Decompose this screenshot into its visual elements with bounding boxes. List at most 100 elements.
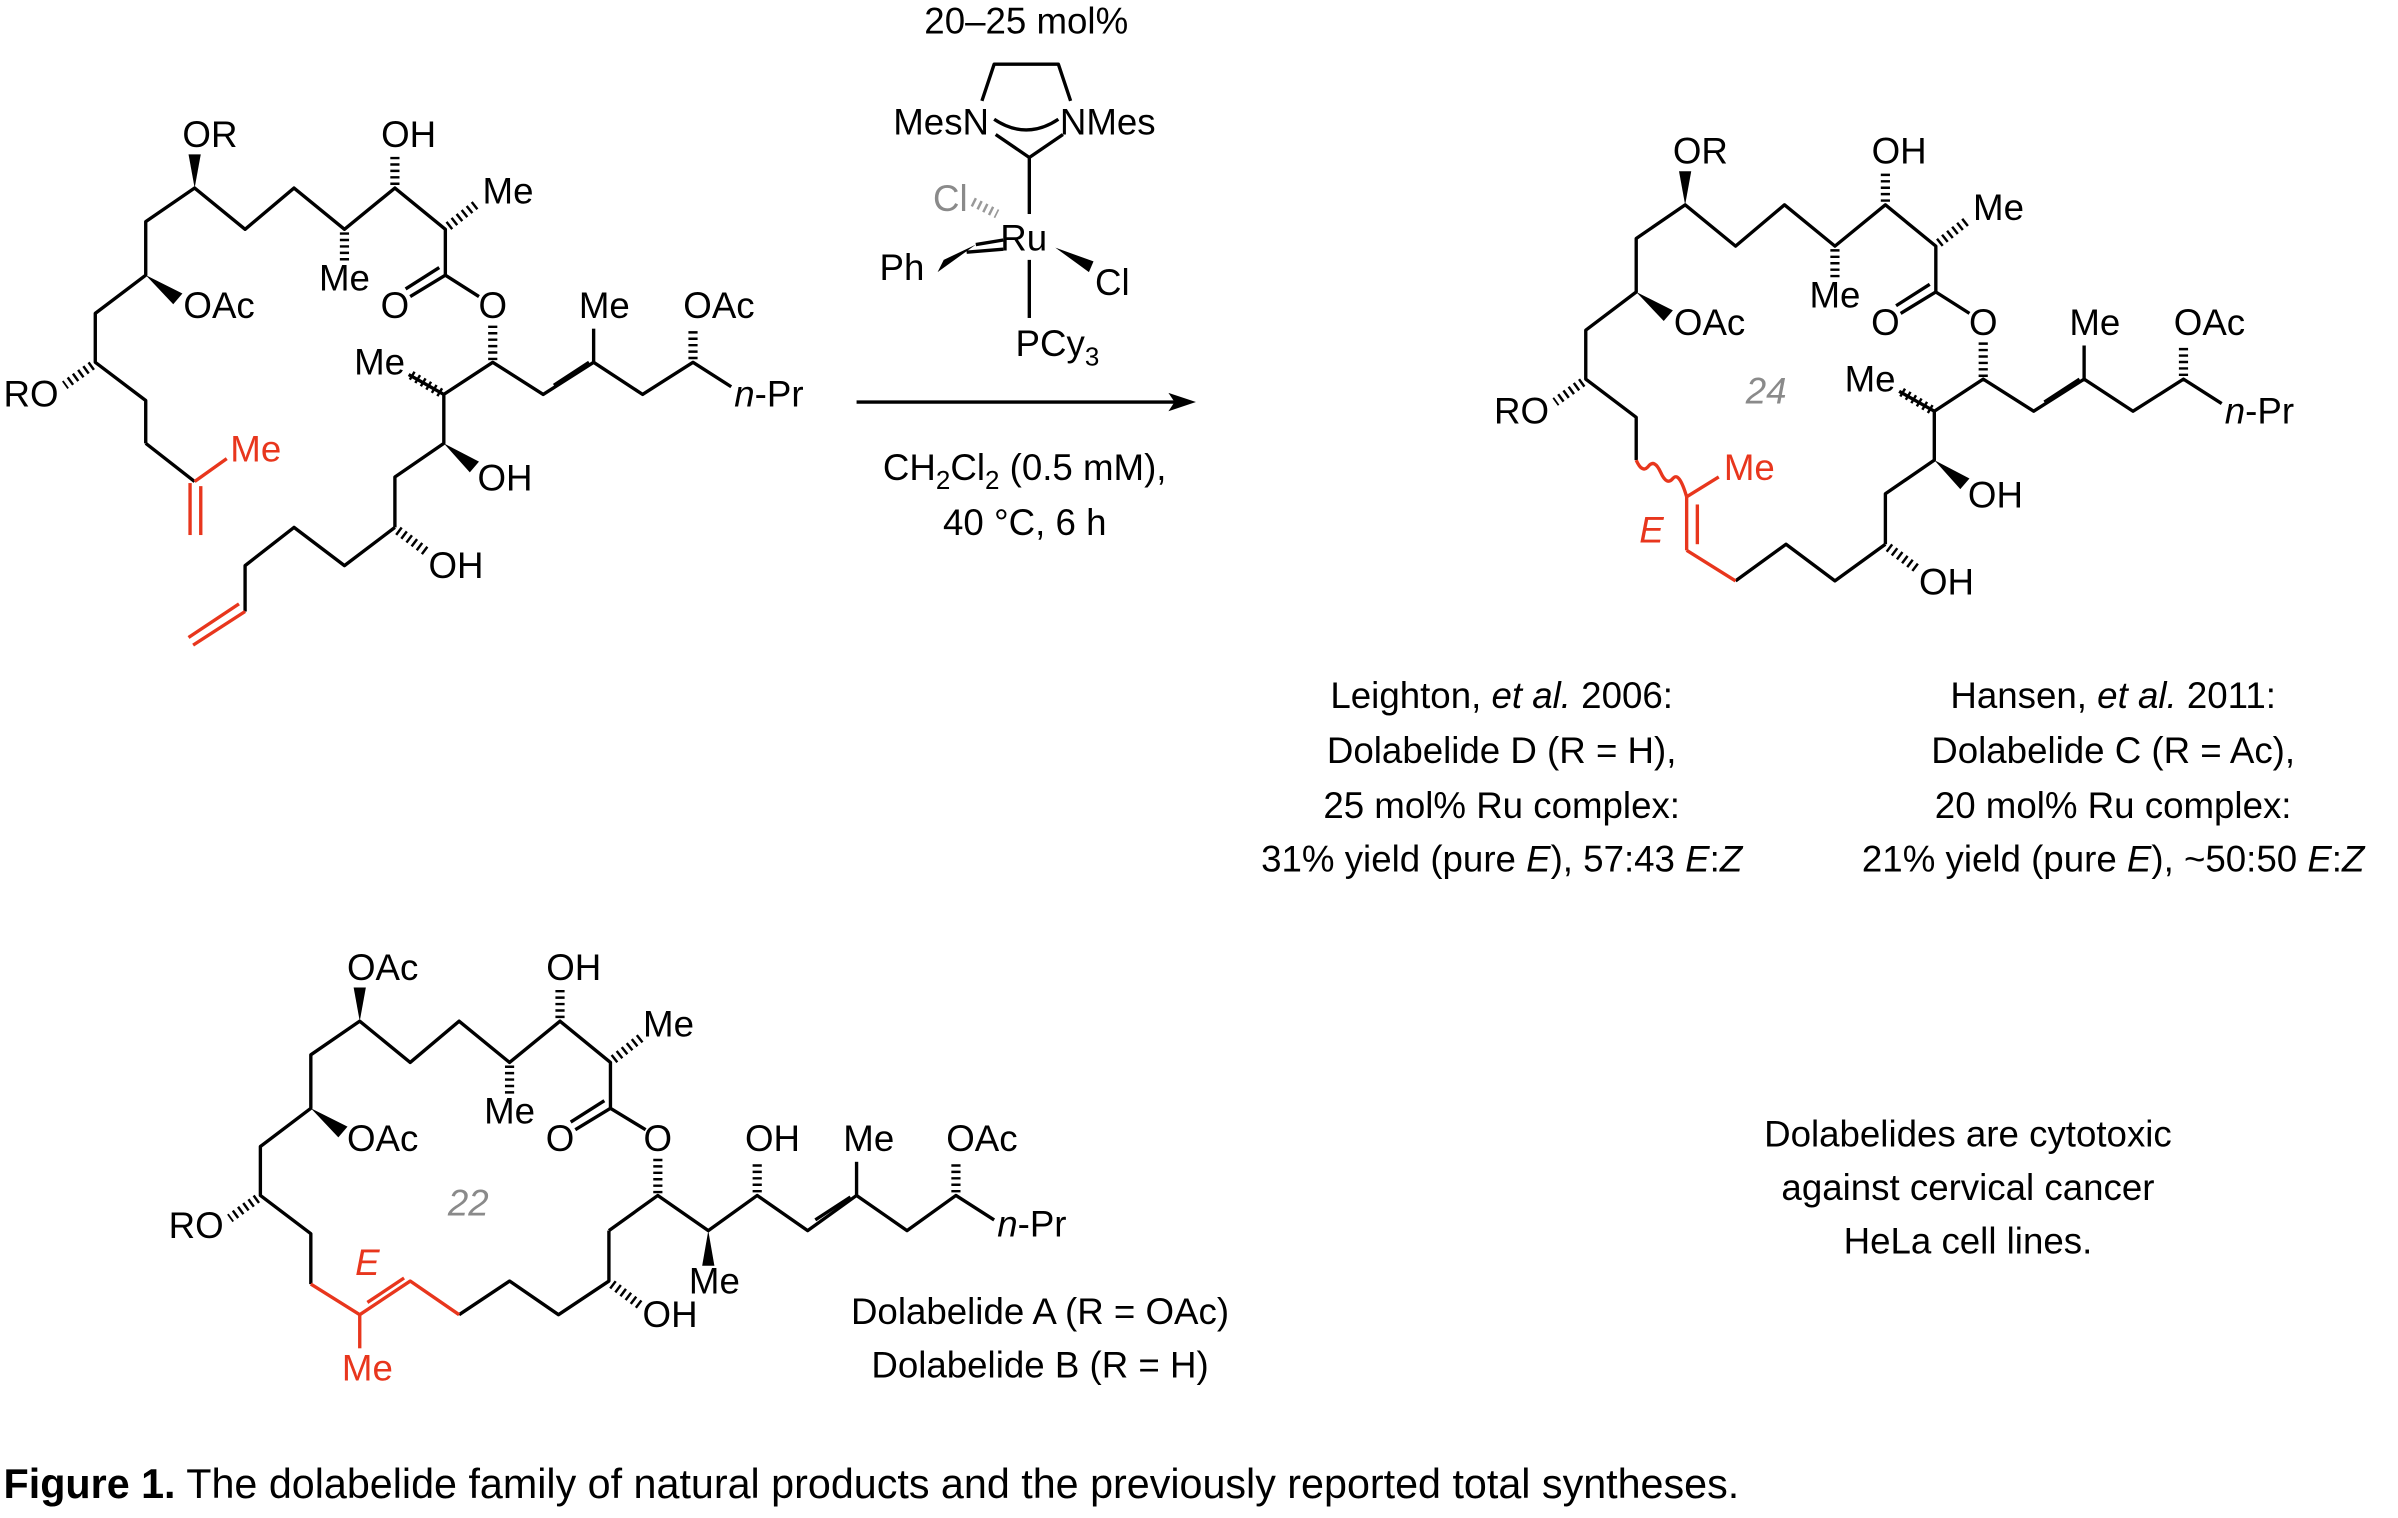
label: OH bbox=[381, 114, 436, 155]
label: OAc bbox=[946, 1118, 1017, 1159]
label: NMes bbox=[1060, 102, 1156, 143]
label: ), ~50:50 bbox=[2151, 838, 2307, 879]
wedge-bond bbox=[443, 443, 479, 473]
bond bbox=[144, 441, 196, 483]
label: O bbox=[644, 1118, 673, 1159]
label: O bbox=[546, 1118, 575, 1159]
yield: 31% yield (pure E), 57:43 E:Z bbox=[1261, 838, 1744, 879]
label: -Pr bbox=[1018, 1204, 1067, 1245]
bond bbox=[393, 394, 446, 528]
label: OH bbox=[1919, 562, 1974, 603]
label: OR bbox=[182, 114, 237, 155]
bond bbox=[93, 186, 480, 444]
label: Me bbox=[342, 1347, 393, 1388]
bond-red bbox=[192, 610, 247, 647]
label: O bbox=[478, 285, 507, 326]
caption-text: The dolabelide family of natural product… bbox=[176, 1461, 1740, 1507]
label: Me bbox=[689, 1260, 740, 1301]
bond bbox=[980, 62, 1073, 102]
wedge-bond bbox=[353, 987, 366, 1022]
bond-red bbox=[309, 1279, 461, 1317]
label: 31% yield (pure bbox=[1261, 838, 1526, 879]
label: 3 bbox=[1085, 341, 1099, 371]
label: OH bbox=[477, 458, 532, 499]
label: : bbox=[2332, 838, 2342, 879]
citation: Leighton, et al. 2006: bbox=[1330, 675, 1673, 716]
label: OAc bbox=[347, 1118, 418, 1159]
label: RO bbox=[4, 374, 59, 415]
label: E bbox=[1526, 838, 1551, 879]
label: Me bbox=[643, 1003, 694, 1044]
synthesis-hansen: Hansen, et al. 2011: Dolabelide C (R = A… bbox=[1862, 675, 2366, 880]
wedge-bond bbox=[145, 275, 183, 305]
bond-red bbox=[1685, 548, 1737, 583]
label: Leighton, bbox=[1330, 675, 1491, 716]
label: MesN bbox=[893, 102, 989, 143]
label: Me bbox=[843, 1118, 894, 1159]
bond-red bbox=[366, 1276, 406, 1304]
caption-label: Figure 1. bbox=[4, 1461, 176, 1507]
bond bbox=[409, 273, 447, 299]
label: Me bbox=[483, 170, 534, 211]
bond bbox=[993, 117, 1060, 132]
bond bbox=[994, 133, 1064, 160]
ring-size-label: 22 bbox=[447, 1182, 489, 1223]
target: Dolabelide C (R = Ac), bbox=[1931, 730, 2295, 771]
target: Dolabelide D (R = H), bbox=[1327, 730, 1677, 771]
label: et al. bbox=[1491, 675, 1571, 716]
wedge-bond bbox=[1055, 247, 1094, 273]
note-line: against cervical cancer bbox=[1781, 1167, 2154, 1208]
wedge-bond bbox=[310, 1108, 348, 1138]
starting-material-structure: OR OH Me Me OAc RO O O Me Me OAc n-Pr OH… bbox=[4, 114, 804, 647]
label: 21% yield (pure bbox=[1862, 838, 2127, 879]
label: Z bbox=[1719, 838, 1744, 879]
bond bbox=[1734, 542, 1887, 583]
label: Me bbox=[1724, 447, 1775, 488]
bond-red bbox=[1685, 475, 1720, 499]
bond bbox=[966, 247, 1004, 254]
label: Ru bbox=[1000, 218, 1047, 259]
catalyst-loading: 20–25 mol% bbox=[924, 1, 1128, 42]
label: OAc bbox=[347, 947, 418, 988]
label: n bbox=[734, 374, 754, 415]
product-core bbox=[1494, 131, 2294, 545]
label: Cl bbox=[950, 447, 985, 488]
label: CH bbox=[883, 447, 936, 488]
label: RO bbox=[169, 1205, 224, 1246]
hash-bond bbox=[610, 1032, 646, 1063]
bond bbox=[607, 1193, 996, 1233]
label: 2006: bbox=[1571, 675, 1673, 716]
hash-bond bbox=[395, 526, 432, 558]
compound-name: Dolabelide A (R = OAc) bbox=[851, 1291, 1229, 1332]
bond bbox=[407, 360, 733, 397]
bond bbox=[552, 360, 590, 387]
label: Z bbox=[2341, 838, 2366, 879]
bond bbox=[258, 1019, 647, 1285]
label: Me bbox=[354, 342, 405, 383]
label: Ph bbox=[880, 247, 925, 288]
label: Me bbox=[230, 429, 281, 470]
label: (0.5 mM), bbox=[999, 447, 1166, 488]
hash-bond bbox=[970, 197, 1000, 219]
label: 2 bbox=[936, 465, 950, 495]
bond-red bbox=[187, 602, 240, 639]
bond bbox=[458, 1230, 611, 1317]
label: Hansen, bbox=[1950, 675, 2097, 716]
arrow-head bbox=[1168, 392, 1196, 412]
alkene-geometry-label: E bbox=[1639, 510, 1664, 551]
hash-bond bbox=[609, 1280, 646, 1311]
bond-red bbox=[193, 457, 228, 483]
figure-caption: Figure 1. The dolabelide family of natur… bbox=[4, 1461, 1740, 1507]
wedge-bond bbox=[702, 1230, 715, 1266]
label: E bbox=[2127, 838, 2152, 879]
synthesis-leighton: Leighton, et al. 2006: Dolabelide D (R =… bbox=[1261, 675, 1744, 880]
bond bbox=[574, 1106, 612, 1132]
label: E bbox=[1685, 838, 1710, 879]
conditions-line-1: CH2Cl2 (0.5 mM), bbox=[883, 447, 1167, 495]
label: OH bbox=[429, 545, 484, 586]
label: ), 57:43 bbox=[1551, 838, 1686, 879]
label: n bbox=[997, 1204, 1017, 1245]
bond bbox=[243, 525, 396, 612]
label: OH bbox=[643, 1294, 698, 1335]
label: OH bbox=[745, 1118, 800, 1159]
